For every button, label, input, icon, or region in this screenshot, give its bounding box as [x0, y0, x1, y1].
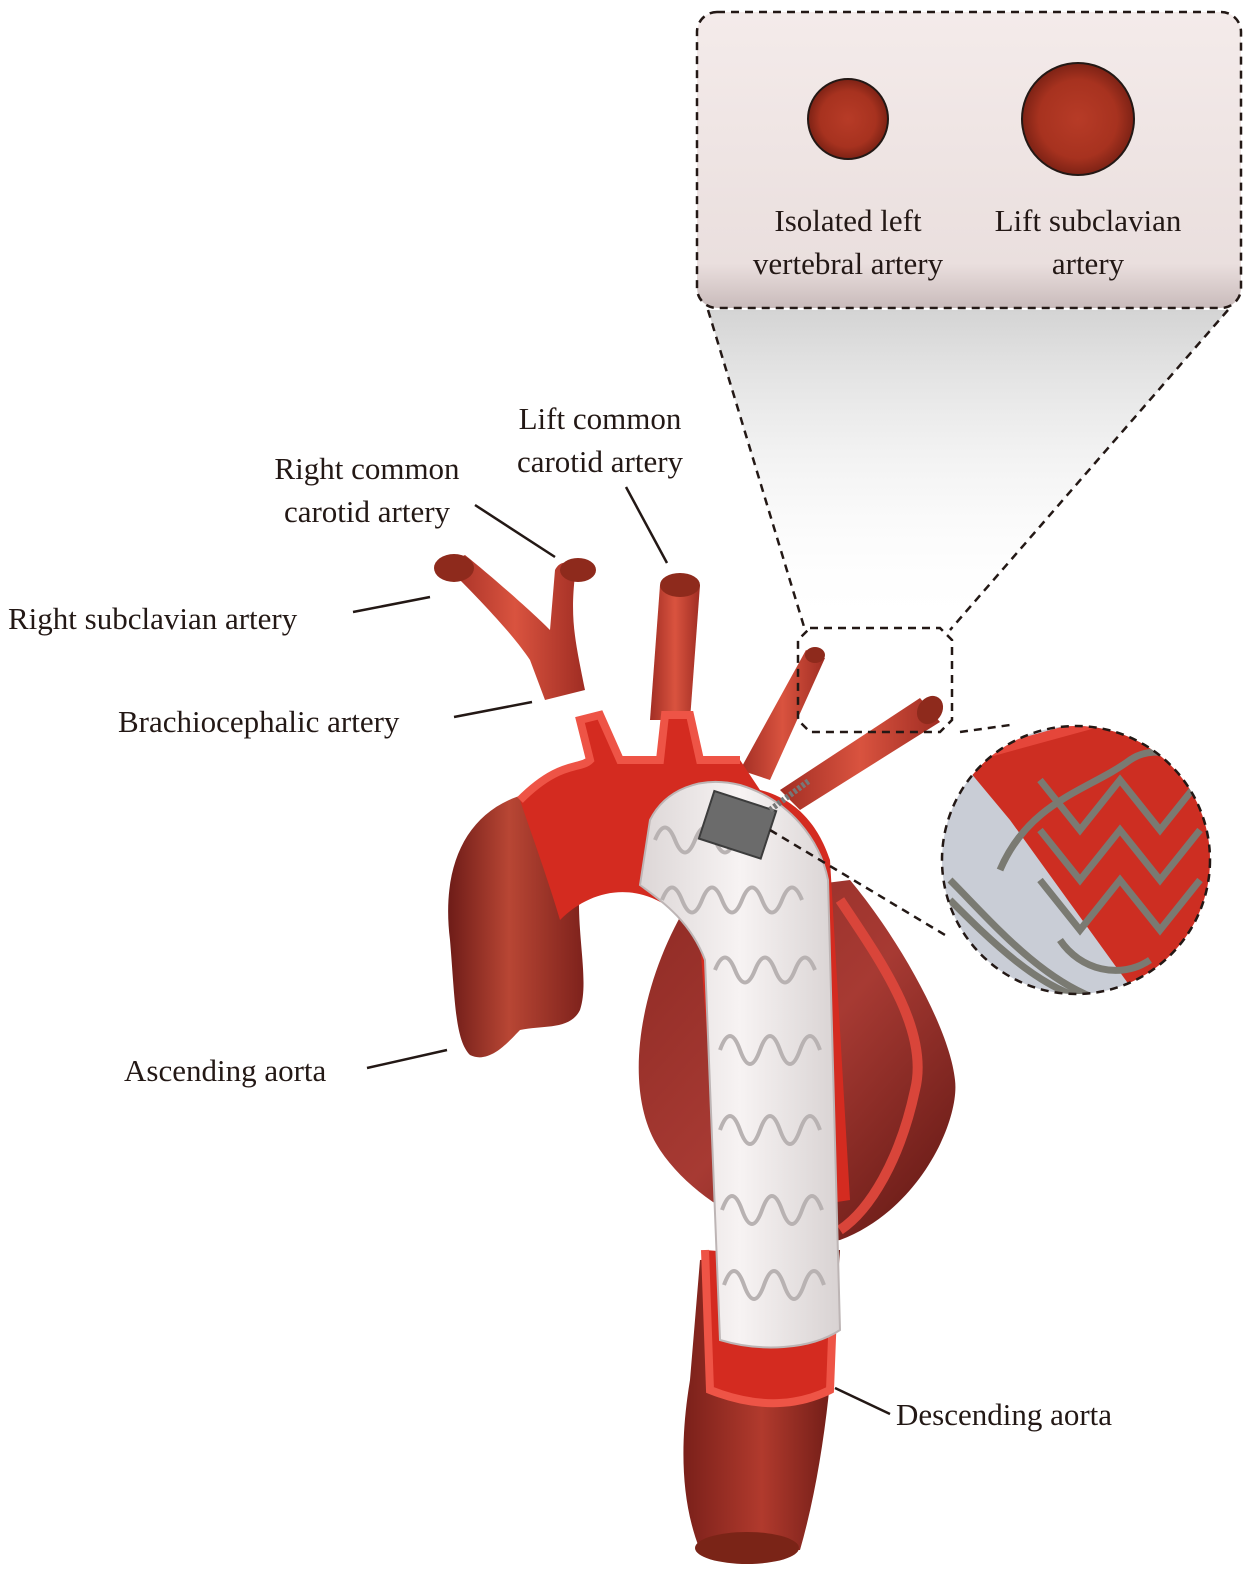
- stent-detail-view: [940, 690, 1215, 1000]
- label-line: Lift subclavian: [968, 199, 1208, 242]
- label-line: vertebral artery: [728, 242, 968, 285]
- right-carotid-opening: [560, 558, 596, 582]
- left-common-carotid: [650, 585, 700, 720]
- inset-label-vertebral: Isolated left vertebral artery: [728, 199, 968, 285]
- vertebral-artery-cross-section: [808, 79, 888, 159]
- inset-label-subclavian: Lift subclavian artery: [968, 199, 1208, 285]
- label-right-subclavian: Right subclavian artery: [8, 597, 297, 640]
- label-ascending-aorta: Ascending aorta: [124, 1049, 326, 1092]
- label-line: carotid artery: [480, 440, 720, 483]
- label-descending-aorta: Descending aorta: [896, 1393, 1112, 1436]
- subclavian-artery-cross-section: [1022, 63, 1134, 175]
- label-line: artery: [968, 242, 1208, 285]
- magnification-cone: [708, 310, 1228, 630]
- label-line: carotid artery: [247, 490, 487, 533]
- label-line: Isolated left: [728, 199, 968, 242]
- left-carotid-opening: [660, 573, 700, 597]
- label-line: Right common: [247, 447, 487, 490]
- label-lift-common-carotid: Lift common carotid artery: [480, 397, 720, 483]
- vertebral-opening: [805, 647, 825, 663]
- right-subclavian-opening: [434, 554, 474, 582]
- left-subclavian-artery: [780, 698, 940, 810]
- left-vertebral-artery: [740, 650, 825, 780]
- label-right-common-carotid: Right common carotid artery: [247, 447, 487, 533]
- descending-aorta-opening: [695, 1532, 799, 1564]
- label-line: Lift common: [480, 397, 720, 440]
- label-brachiocephalic: Brachiocephalic artery: [118, 700, 399, 743]
